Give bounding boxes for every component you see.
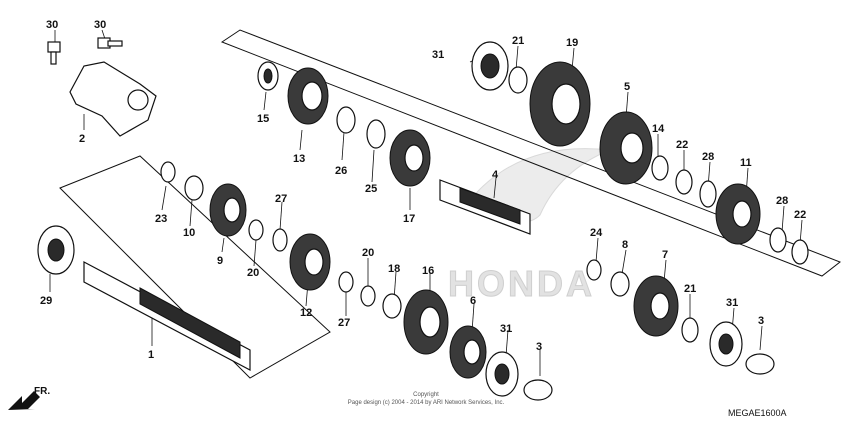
copyright-line-2: Page design (c) 2004 - 2014 by ARI Netwo… bbox=[348, 400, 505, 406]
part-bearing-31-right[interactable] bbox=[709, 321, 743, 367]
callout-31-right: 31 bbox=[726, 297, 738, 309]
callout-30-left: 30 bbox=[46, 19, 58, 31]
part-washer-22-top[interactable] bbox=[675, 169, 693, 195]
callout-23: 23 bbox=[155, 213, 167, 225]
part-gear-6[interactable] bbox=[449, 325, 487, 379]
direction-label: FR. bbox=[34, 386, 50, 397]
part-seal-3-left[interactable] bbox=[523, 379, 553, 401]
callout-27-bottom: 27 bbox=[338, 317, 350, 329]
arrow-left-icon bbox=[8, 391, 40, 410]
honda-wordmark: HONDA bbox=[448, 263, 595, 304]
part-washer-23[interactable] bbox=[160, 161, 176, 183]
diagram-code: MEGAE1600A bbox=[728, 408, 787, 418]
callout-15: 15 bbox=[257, 113, 269, 125]
part-washer-20-left[interactable] bbox=[248, 219, 264, 241]
callout-5: 5 bbox=[624, 81, 630, 93]
part-washer-21-top[interactable] bbox=[508, 66, 528, 94]
callout-21-bottom: 21 bbox=[684, 283, 696, 295]
part-spline-washer-25[interactable] bbox=[366, 119, 386, 149]
part-bushing-8[interactable] bbox=[610, 271, 630, 297]
front-direction-indicator: FR. bbox=[8, 386, 50, 410]
part-bushing-18[interactable] bbox=[382, 293, 402, 319]
part-gear-17[interactable] bbox=[389, 129, 431, 187]
callout-21-top: 21 bbox=[512, 35, 524, 47]
callout-12: 12 bbox=[300, 307, 312, 319]
callout-4: 4 bbox=[492, 169, 499, 181]
callout-2: 2 bbox=[79, 133, 85, 145]
part-stopper-plate-2[interactable] bbox=[69, 61, 157, 137]
part-washer-24[interactable] bbox=[586, 259, 602, 281]
part-circlip-27-left[interactable] bbox=[272, 228, 288, 252]
part-gear-13[interactable] bbox=[287, 67, 329, 125]
callout-18: 18 bbox=[388, 263, 400, 275]
callout-30-right: 30 bbox=[94, 19, 106, 31]
part-gear-7[interactable] bbox=[633, 275, 679, 337]
callout-labels: 30 30 2 15 13 26 25 17 23 10 27 9 20 12 … bbox=[40, 19, 806, 361]
part-bearing-29[interactable] bbox=[37, 225, 75, 275]
copyright-line-1: Copyright bbox=[413, 392, 439, 398]
part-circlip-28-bottom[interactable] bbox=[769, 227, 787, 253]
callout-11: 11 bbox=[740, 157, 752, 169]
part-gear-9[interactable] bbox=[209, 183, 247, 237]
part-bolt-30-right[interactable] bbox=[97, 37, 123, 49]
callout-25: 25 bbox=[365, 183, 377, 195]
callout-13: 13 bbox=[293, 153, 305, 165]
part-washer-20-right[interactable] bbox=[360, 285, 376, 307]
callout-19: 19 bbox=[566, 37, 578, 49]
callout-26: 26 bbox=[335, 165, 347, 177]
part-mainshaft-1[interactable] bbox=[83, 261, 251, 371]
callout-22-top: 22 bbox=[676, 139, 688, 151]
part-bearing-31-left[interactable] bbox=[485, 351, 519, 397]
part-circlip-28-top[interactable] bbox=[699, 180, 717, 208]
callout-1: 1 bbox=[148, 349, 154, 361]
callout-17: 17 bbox=[403, 213, 415, 225]
callout-9: 9 bbox=[217, 255, 223, 267]
callout-31-top: 31 bbox=[432, 49, 444, 61]
callout-7: 7 bbox=[662, 249, 668, 261]
callout-31-left: 31 bbox=[500, 323, 512, 335]
part-washer-22-bottom[interactable] bbox=[791, 239, 809, 265]
part-circlip-27-right[interactable] bbox=[338, 271, 354, 293]
part-seal-3-right[interactable] bbox=[745, 353, 775, 375]
part-gear-5[interactable] bbox=[599, 111, 653, 185]
callout-28-bottom: 28 bbox=[776, 195, 788, 207]
callout-28-top: 28 bbox=[702, 151, 714, 163]
callout-20-left: 20 bbox=[247, 267, 259, 279]
callout-29: 29 bbox=[40, 295, 52, 307]
part-bolt-30-left[interactable] bbox=[47, 41, 61, 65]
plate-hole-icon bbox=[127, 89, 149, 111]
part-bushing-14[interactable] bbox=[651, 155, 669, 181]
honda-watermark: HONDA bbox=[448, 148, 611, 305]
callout-3-left: 3 bbox=[536, 341, 542, 353]
part-bearing-15[interactable] bbox=[257, 61, 279, 91]
countershaft-group-outline bbox=[220, 29, 842, 277]
part-gear-11[interactable] bbox=[715, 183, 761, 245]
part-bushing-10[interactable] bbox=[184, 175, 204, 201]
callout-22-bottom: 22 bbox=[794, 209, 806, 221]
part-washer-21-bottom[interactable] bbox=[681, 317, 699, 343]
callout-16: 16 bbox=[422, 265, 434, 277]
callout-20-right: 20 bbox=[362, 247, 374, 259]
part-gear-16[interactable] bbox=[403, 289, 449, 355]
callout-27-top: 27 bbox=[275, 193, 287, 205]
part-countershaft-4[interactable] bbox=[439, 179, 531, 235]
callout-8: 8 bbox=[622, 239, 628, 251]
callout-24: 24 bbox=[590, 227, 603, 239]
part-gear-19[interactable] bbox=[529, 61, 591, 147]
callout-14: 14 bbox=[652, 123, 665, 135]
part-gear-12[interactable] bbox=[289, 233, 331, 291]
callout-6: 6 bbox=[470, 295, 476, 307]
callout-3-right: 3 bbox=[758, 315, 764, 327]
part-bearing-31-top[interactable] bbox=[471, 41, 509, 91]
part-lock-washer-26[interactable] bbox=[336, 106, 356, 134]
callout-10: 10 bbox=[183, 227, 195, 239]
